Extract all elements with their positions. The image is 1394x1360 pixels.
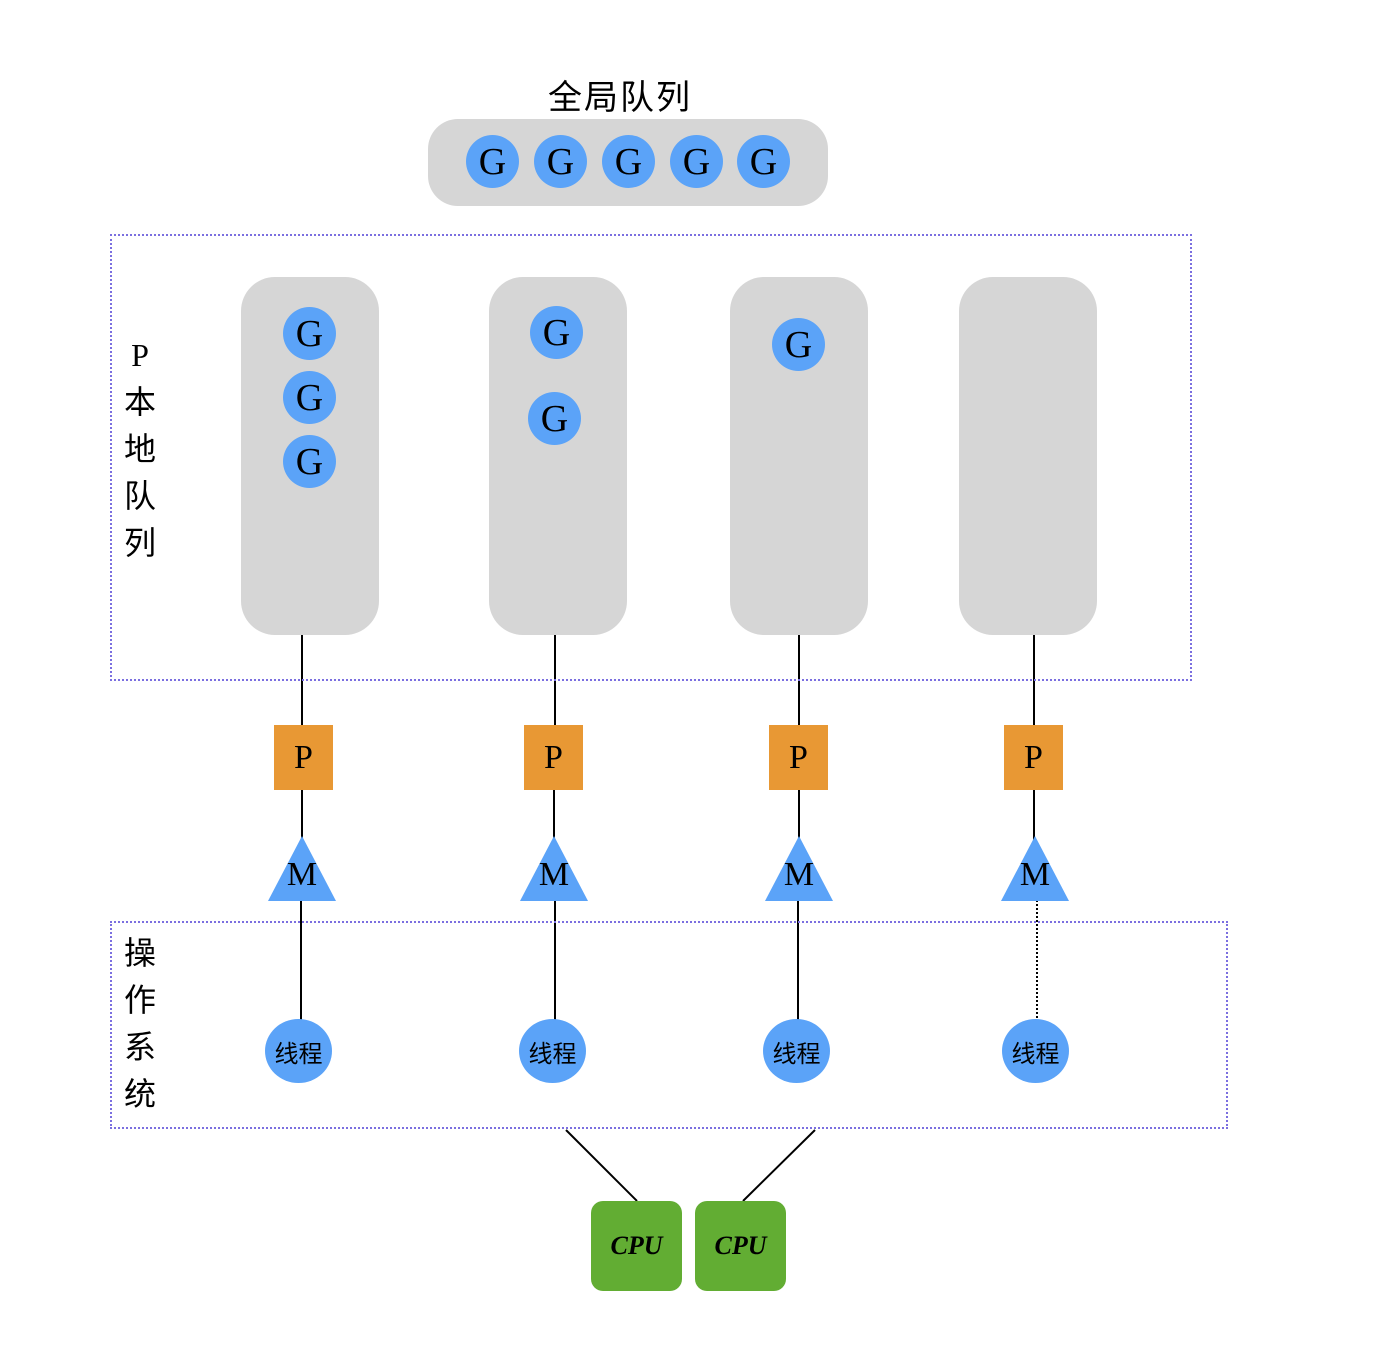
local-queue-4 [959, 277, 1097, 635]
p-local-queue-label: P 本 地 队 列 [120, 332, 160, 567]
label-char: 系 [123, 1029, 156, 1065]
processor-p-3: P [769, 725, 828, 790]
processor-p-4: P [1004, 725, 1063, 790]
goroutine: G [737, 135, 790, 188]
goroutine: G [283, 371, 336, 424]
goroutine: G [772, 318, 825, 371]
processor-p-1: P [274, 725, 333, 790]
label-char: 队 [123, 478, 156, 514]
goroutine: G [283, 435, 336, 488]
os-thread-1: 线程 [265, 1019, 332, 1083]
os-cpu-link-2 [742, 1129, 816, 1202]
triangle-icon [268, 836, 336, 901]
label-char: 统 [123, 1076, 156, 1112]
machine-label: M [783, 856, 815, 893]
local-queue-1: G G G [241, 277, 379, 635]
label-char: 列 [123, 525, 156, 561]
os-thread-2: 线程 [519, 1019, 586, 1083]
label-char: 作 [123, 982, 156, 1018]
os-thread-3: 线程 [763, 1019, 830, 1083]
os-thread-4: 线程 [1002, 1019, 1069, 1083]
machine-m-1: M [268, 836, 336, 901]
label-char: 操 [123, 935, 156, 971]
goroutine: G [283, 307, 336, 360]
label-char: 本 [123, 384, 156, 420]
os-region [110, 921, 1228, 1129]
label-char: P [131, 337, 149, 373]
cpu-1: CPU [591, 1201, 682, 1291]
machine-m-4: M [1001, 836, 1069, 901]
machine-label: M [286, 856, 318, 893]
triangle-icon [765, 836, 833, 901]
goroutine: G [602, 135, 655, 188]
machine-label: M [1019, 856, 1051, 893]
triangle-icon [520, 836, 588, 901]
goroutine: G [670, 135, 723, 188]
p-local-queue-region [110, 234, 1192, 681]
global-queue: G G G G G [428, 119, 828, 206]
local-queue-2: G G [489, 277, 627, 635]
goroutine: G [466, 135, 519, 188]
processor-p-2: P [524, 725, 583, 790]
os-label: 操 作 系 统 [120, 930, 160, 1118]
machine-m-2: M [520, 836, 588, 901]
triangle-icon [1001, 836, 1069, 901]
machine-label: M [538, 856, 570, 893]
global-queue-title: 全局队列 [548, 80, 692, 117]
machine-m-3: M [765, 836, 833, 901]
goroutine: G [530, 306, 583, 359]
goroutine: G [534, 135, 587, 188]
label-char: 地 [123, 431, 156, 467]
goroutine: G [528, 392, 581, 445]
local-queue-3: G [730, 277, 868, 635]
os-cpu-link-1 [565, 1129, 638, 1202]
cpu-2: CPU [695, 1201, 786, 1291]
